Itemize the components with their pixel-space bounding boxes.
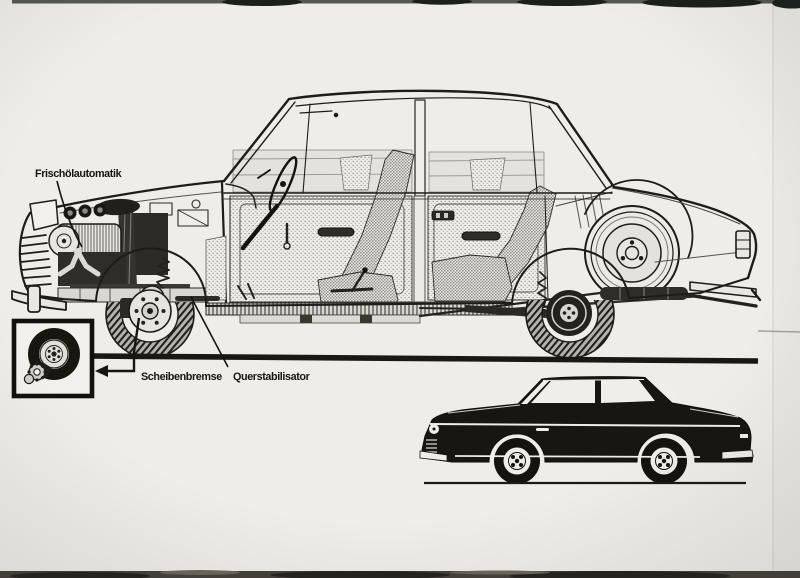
vignette-overlay (0, 0, 800, 578)
cutaway-illustration-svg: Frischölautomatik Scheibenbremse Quersta… (0, 0, 800, 578)
scanned-photo: Frischölautomatik Scheibenbremse Quersta… (0, 0, 800, 578)
